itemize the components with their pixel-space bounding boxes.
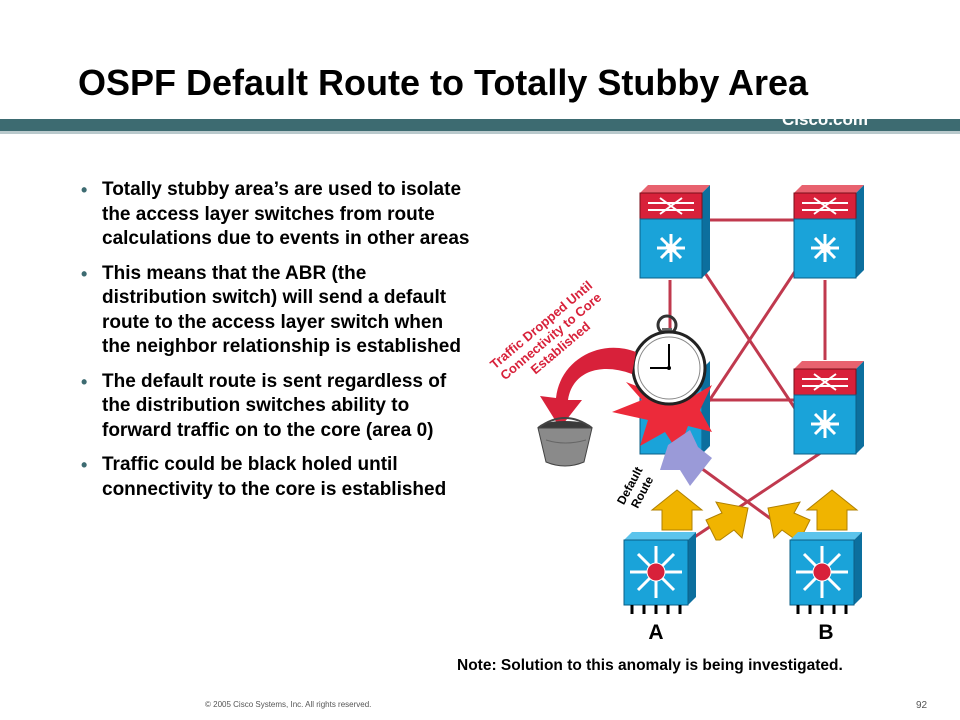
distribution-switch-right: Si <box>793 361 864 455</box>
switch-badge: Si <box>819 241 831 256</box>
up-arrow-icon <box>805 489 859 531</box>
copyright-text: © 2005 Cisco Systems, Inc. All rights re… <box>205 700 372 709</box>
header-bar <box>0 119 960 131</box>
bullet-list: • Totally stubby area’s are used to isola… <box>78 178 470 512</box>
bullet-text: Traffic could be black holed until conne… <box>102 454 447 500</box>
header-bar-accent <box>0 131 960 134</box>
default-route-arrow-icon <box>660 430 712 486</box>
bullet-item: • Traffic could be black holed until conn… <box>78 453 470 502</box>
slide-title: OSPF Default Route to Totally Stubby Are… <box>78 62 809 103</box>
diagonal-arrow-icon <box>705 501 749 541</box>
bullet-item: • Totally stubby area’s are used to isola… <box>78 178 470 252</box>
bullet-text: Totally stubby area’s are used to isolat… <box>102 179 470 249</box>
bullet-text: The default route is sent regardless of … <box>102 370 447 441</box>
drop-arrow-icon <box>540 347 636 428</box>
access-switch-b <box>789 532 862 614</box>
access-switch-a <box>623 532 696 614</box>
diagonal-arrow-icon <box>767 501 811 541</box>
switch-badge: Si <box>819 417 831 432</box>
bullet-item: • This means that the ABR (the distributi… <box>78 262 470 360</box>
update-arrows <box>650 489 859 541</box>
stopwatch-icon <box>631 314 707 406</box>
access-switch-label: B <box>818 621 833 644</box>
up-arrow-icon <box>650 489 704 531</box>
brand-label: Cisco.com <box>782 110 868 129</box>
bullet-icon: • <box>81 455 88 475</box>
switch-badge: Si <box>665 241 677 256</box>
page-number: 92 <box>916 700 928 711</box>
core-switch-top-right: Si <box>793 185 864 279</box>
bullet-text: This means that the ABR (the distributio… <box>102 262 461 358</box>
bullet-item: • The default route is sent regardless of… <box>78 370 470 444</box>
default-route-label: Default Route <box>614 464 656 510</box>
access-switch-label: A <box>648 621 663 644</box>
bullet-icon: • <box>81 263 88 284</box>
bullet-icon: • <box>81 180 88 200</box>
note-text: Note: Solution to this anomaly is being … <box>457 657 843 674</box>
traffic-dropped-label: Traffic Dropped Until Connectivity to Co… <box>487 278 604 383</box>
bullet-icon: • <box>81 371 88 392</box>
bucket-icon <box>537 417 593 467</box>
core-switch-top-left: Si <box>639 185 710 279</box>
